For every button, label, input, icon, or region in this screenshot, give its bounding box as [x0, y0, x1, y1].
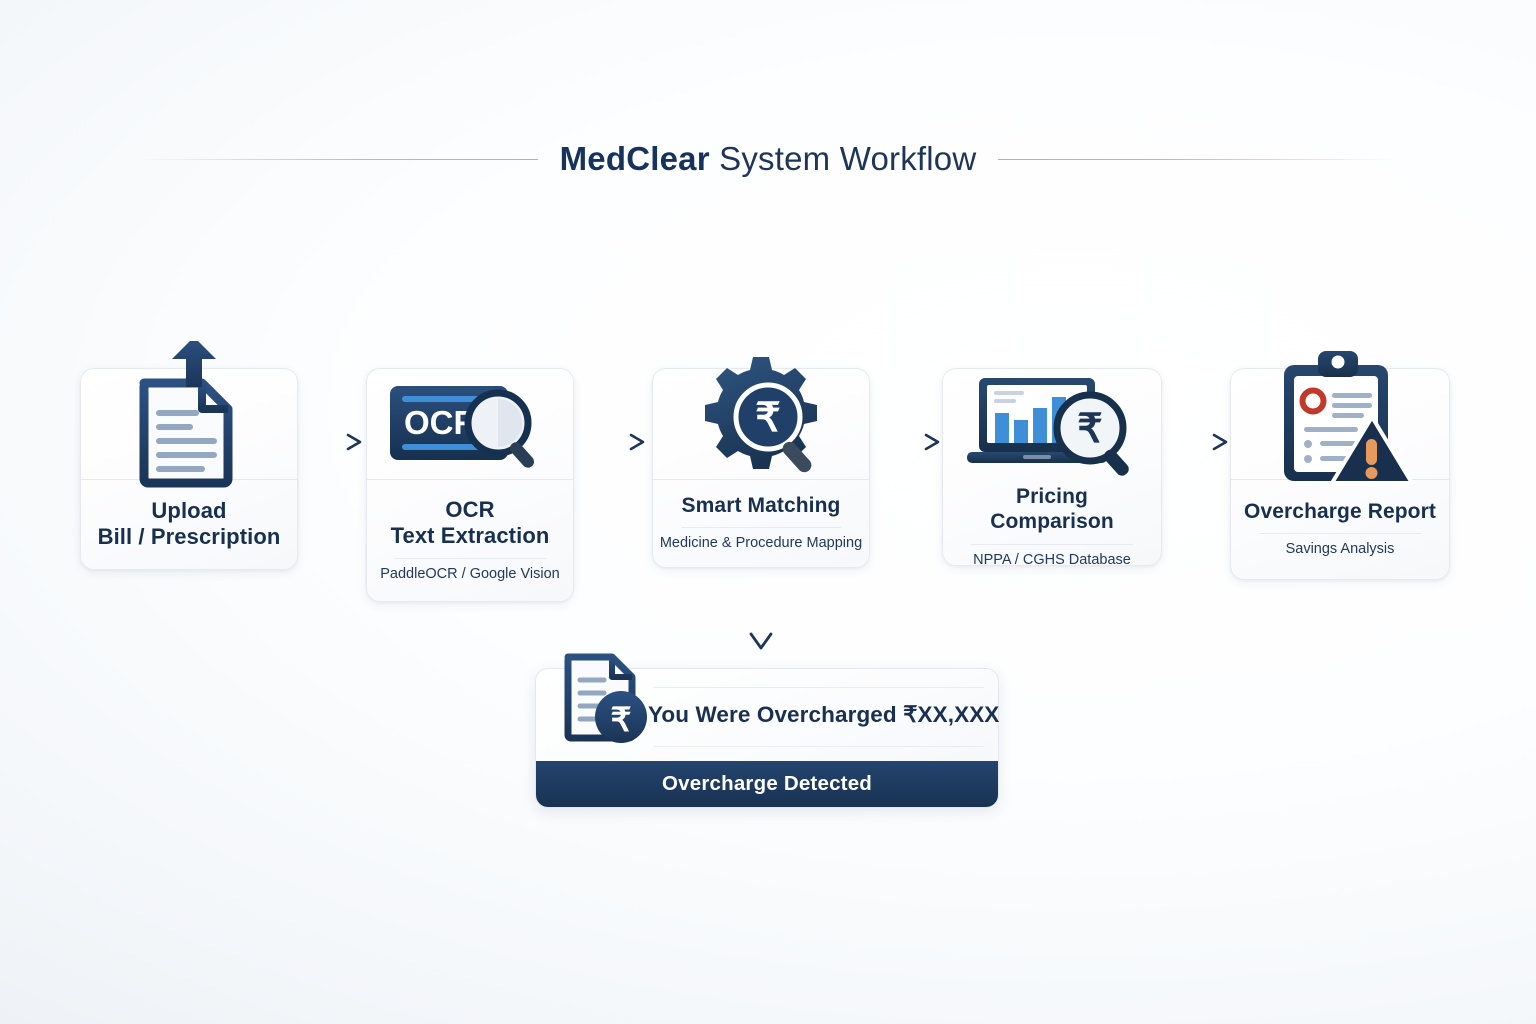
ocr-label-line2: Text Extraction — [390, 523, 550, 548]
title-rule-right — [998, 158, 1399, 160]
result-hairline-top — [654, 687, 984, 688]
result-card[interactable]: ₹ You Were Overcharged ₹XX,XXX Overcharg… — [535, 653, 1000, 808]
card-divider — [367, 479, 573, 480]
svg-text:₹: ₹ — [755, 396, 780, 440]
pricing-card-text: Pricing Comparison NPPA / CGHS Database — [943, 477, 1161, 578]
report-sub: Savings Analysis — [1285, 541, 1395, 558]
title-rule-left — [137, 158, 538, 160]
upload-label: Upload Bill / Prescription — [98, 498, 281, 550]
ocr-sub: PaddleOCR / Google Vision — [380, 565, 560, 582]
brand-name: MedClear — [559, 140, 710, 177]
sub-divider — [1258, 533, 1422, 535]
upload-icon-area — [81, 341, 297, 488]
document-rupee-icon: ₹ — [564, 653, 647, 743]
card-divider — [653, 479, 869, 480]
ocr-label: OCR Text Extraction — [391, 497, 550, 549]
connector-arrow-4 — [1168, 433, 1228, 451]
matching-icon-area: ₹ — [653, 357, 869, 479]
sub-divider — [970, 543, 1134, 545]
connector-arrow-2 — [585, 433, 645, 451]
svg-text:₹: ₹ — [611, 701, 632, 738]
sub-divider — [393, 557, 547, 559]
title-bar: MedClear System Workflow — [0, 140, 1536, 178]
connector-arrow-3 — [880, 433, 940, 451]
clipboard-warning-icon — [1284, 351, 1414, 485]
sub-divider — [680, 527, 842, 529]
ocr-icon-area: OCR — [367, 369, 573, 479]
ocr-card-text: OCR Text Extraction PaddleOCR / Google V… — [367, 480, 573, 601]
result-footer-badge: Overcharge Detected — [536, 761, 998, 807]
document-upload-icon — [139, 341, 233, 488]
pricing-label: Pricing Comparison — [990, 485, 1114, 533]
result-hairline-bottom — [654, 746, 984, 747]
matching-sub: Medicine & Procedure Mapping — [659, 535, 863, 552]
matching-label: Smart Matching — [681, 493, 841, 517]
ocr-label-line1: OCR — [445, 497, 495, 523]
connector-arrow-vertical — [749, 568, 773, 650]
result-top-row: ₹ You Were Overcharged ₹XX,XXX — [536, 653, 1000, 761]
title-rest: System Workflow — [709, 140, 977, 177]
page-title: MedClear System Workflow — [560, 140, 977, 178]
upload-label-line1: Upload — [151, 497, 227, 523]
step-card-matching[interactable]: ₹ Smart Matching Medicine & Procedure Ma… — [652, 357, 870, 568]
step-card-report[interactable]: Overcharge Report Savings Analysis — [1230, 351, 1450, 580]
step-card-ocr[interactable]: OCR OCR Text Extraction PaddleOCR / Goog… — [366, 368, 574, 602]
svg-text:₹: ₹ — [1077, 407, 1102, 451]
report-icon-area — [1231, 351, 1449, 485]
laptop-chart-rupee-magnifier-icon: ₹ — [967, 378, 1129, 476]
result-headline: You Were Overcharged ₹XX,XXX — [648, 702, 1000, 727]
step-card-upload[interactable]: Upload Bill / Prescription — [80, 341, 298, 570]
step-card-pricing[interactable]: ₹ Pricing Comparison NPPA / CGHS Databas… — [942, 368, 1162, 568]
matching-card-text: Smart Matching Medicine & Procedure Mapp… — [653, 480, 869, 567]
connector-arrow-1 — [302, 433, 362, 451]
gear-rupee-magnifier-icon: ₹ — [705, 357, 817, 473]
upload-card-text: Upload Bill / Prescription — [81, 480, 297, 569]
report-card-text: Overcharge Report Savings Analysis — [1231, 480, 1449, 579]
upload-label-line2: Bill / Prescription — [97, 523, 281, 549]
pricing-sub: NPPA / CGHS Database — [973, 551, 1131, 568]
report-label: Overcharge Report — [1244, 499, 1436, 523]
ocr-scan-icon: OCR — [390, 386, 535, 468]
pricing-icon-area: ₹ — [943, 369, 1161, 477]
